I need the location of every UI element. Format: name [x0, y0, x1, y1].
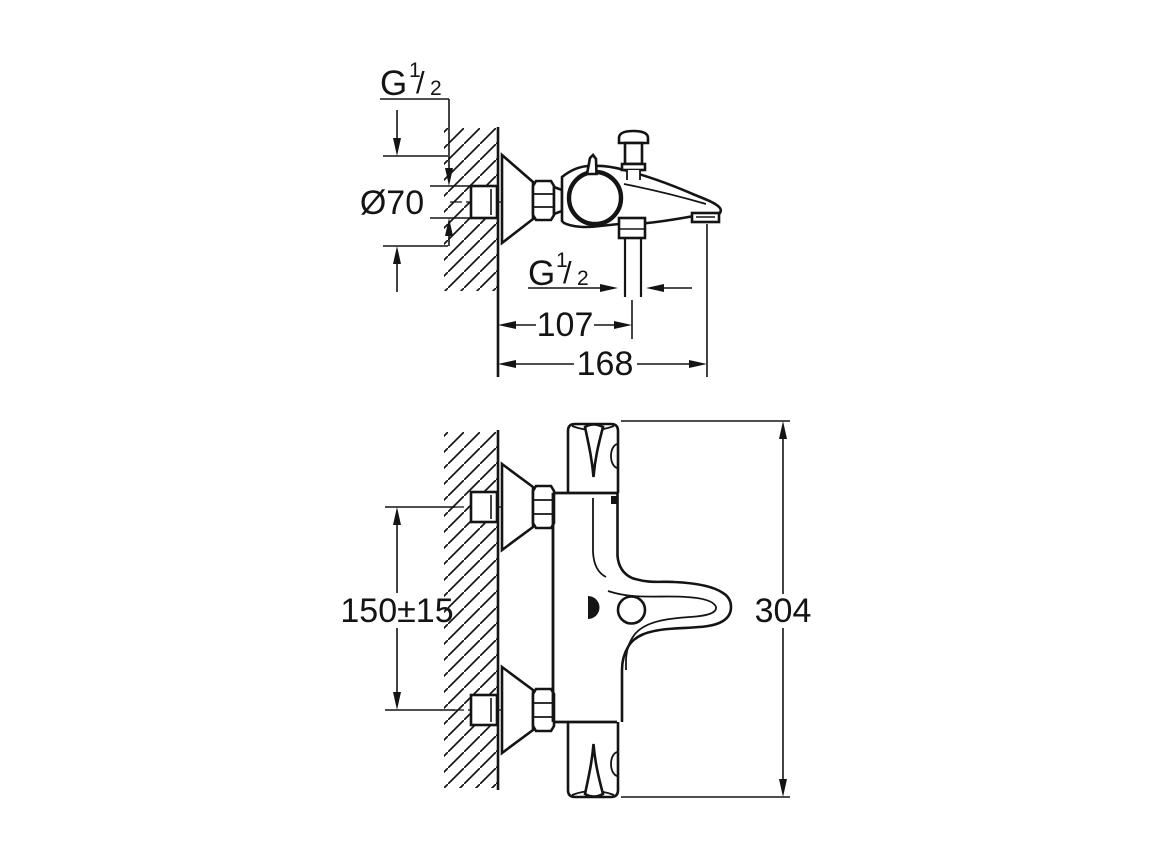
- temperature-knob-front: [566, 422, 620, 493]
- escutcheon-cone: [500, 152, 535, 246]
- thread-shower-sub: 2: [577, 267, 589, 290]
- inlet-fitting: [469, 184, 499, 220]
- spout-outlet-side-view: [690, 211, 721, 224]
- diverter-knob-front: [616, 595, 647, 625]
- knob-top-button: [610, 443, 619, 469]
- dim-150-label: 150±15: [340, 592, 453, 630]
- spout-front-rim: [607, 590, 717, 670]
- inlet-fitting-lower: [469, 693, 499, 727]
- knob-bottom-grip: [583, 743, 605, 798]
- diverter-neck: [623, 141, 644, 166]
- thermostat-handle-side: [566, 169, 624, 227]
- handle-lever: [585, 153, 598, 176]
- shower-outlet-side-view: [617, 216, 647, 297]
- dimension-304: 304: [621, 420, 812, 798]
- knob-top-grip: [583, 423, 605, 478]
- knob-bottom-button: [610, 751, 619, 777]
- s-union-side-view: [450, 152, 564, 246]
- dim-107-label: 107: [537, 306, 594, 344]
- diverter-collar: [620, 162, 647, 172]
- dim-304-label: 304: [755, 592, 812, 630]
- volume-knob-front: [566, 722, 620, 799]
- diverter-knob-side-view: [617, 129, 650, 180]
- side-view: G 1 / 2 Ø70: [360, 59, 723, 383]
- dimension-thread-top: G 1 / 2: [380, 59, 471, 246]
- hex-nut: [531, 179, 556, 222]
- economy-symbol: [588, 596, 600, 619]
- s-union-lower-front: [385, 664, 556, 756]
- dimension-107: 107: [498, 300, 633, 344]
- spout-contour-line: [623, 183, 707, 205]
- dimension-168: 168: [498, 224, 708, 383]
- spout-front-outline: [616, 493, 733, 722]
- thread-shower-slash: /: [563, 255, 572, 290]
- diverter-stem: [627, 170, 640, 180]
- dim-168-label: 168: [577, 345, 634, 383]
- dimension-thread-shower: G 1 / 2: [528, 249, 692, 293]
- thread-top-sub: 2: [430, 77, 442, 100]
- thread-shower-sup: 1: [556, 249, 568, 272]
- diverter-cap: [617, 129, 650, 145]
- economy-stop-marker: [611, 496, 618, 504]
- mixer-body-front-view: [551, 491, 733, 724]
- thread-top-label: G: [380, 64, 407, 103]
- hex-nut-upper: [531, 484, 556, 530]
- thread-shower-label: G: [528, 254, 555, 293]
- wall-side-view: [444, 127, 500, 377]
- escutcheon-diameter-label: Ø70: [360, 184, 424, 222]
- inlet-fitting-upper: [469, 490, 499, 524]
- s-union-upper-front: [385, 461, 556, 553]
- mixer-body-side-view: [560, 153, 723, 229]
- shower-outlet-block: [617, 216, 647, 240]
- front-view: 150±15 304: [340, 420, 812, 799]
- thread-top-sup: 1: [409, 59, 421, 82]
- body-front-contour: [592, 498, 607, 578]
- escutcheon-cone-upper: [500, 461, 535, 553]
- escutcheon-cone-lower: [500, 664, 535, 756]
- dimension-escutcheon-diameter: Ø70: [360, 110, 448, 292]
- dimension-150: 150±15: [340, 507, 454, 710]
- hex-nut-lower: [531, 687, 556, 733]
- thread-top-slash: /: [416, 65, 425, 100]
